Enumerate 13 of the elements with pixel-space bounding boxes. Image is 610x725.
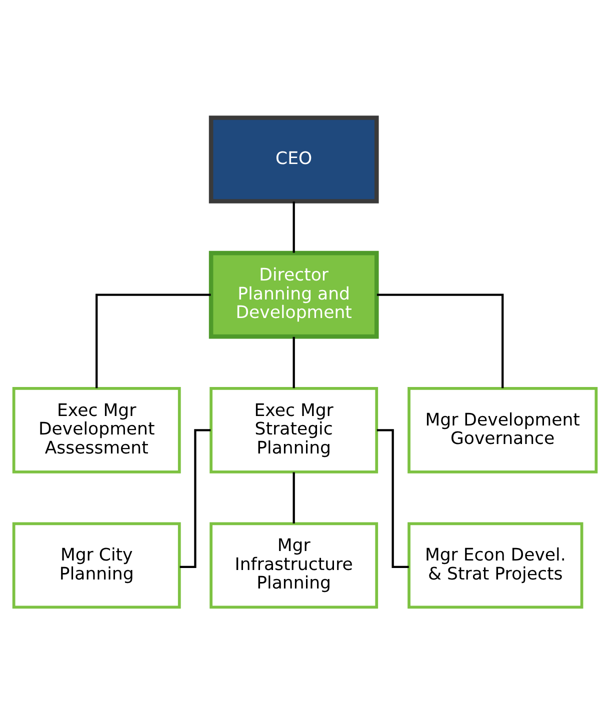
connector <box>96 294 211 388</box>
node-box: Mgr Infrastructure Planning <box>210 522 378 609</box>
node-box: Mgr Development Governance <box>408 386 598 474</box>
connector <box>376 294 504 388</box>
node-box: Exec Mgr Development Assessment <box>12 386 181 474</box>
connector <box>292 202 295 253</box>
node-box: Director Planning and Development <box>208 250 379 339</box>
node-box: CEO <box>208 116 379 204</box>
connector <box>292 472 295 524</box>
node-box: Mgr City Planning <box>12 522 181 609</box>
node-box: Exec Mgr Strategic Planning <box>210 386 378 474</box>
node-box: Mgr Econ Devel. & Strat Projects <box>408 522 584 609</box>
connector <box>292 336 295 388</box>
